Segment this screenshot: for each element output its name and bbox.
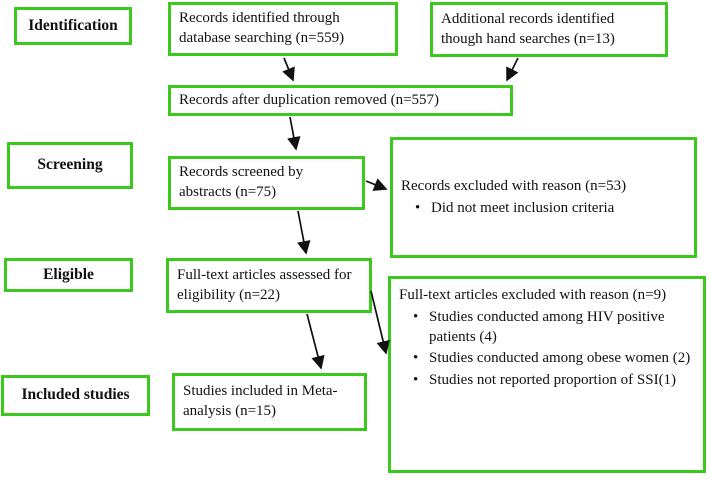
box-additional-records-text: Additional records identified though han… — [441, 10, 615, 47]
box-duplication-removed: Records after duplication removed (n=557… — [168, 85, 513, 116]
bullet-glyph: • — [413, 308, 419, 325]
box-fulltext-assessed: Full-text articles assessed for eligibil… — [166, 258, 372, 313]
arrow-identified-to-dedup — [282, 57, 295, 82]
records-excluded-bullet-list: • Did not meet inclusion criteria — [401, 197, 686, 219]
bullet-text: Studies conducted among HIV positive pat… — [429, 308, 665, 345]
box-fulltext-excluded-title: Full-text articles excluded with reason … — [399, 287, 667, 303]
bullet-glyph: • — [415, 199, 421, 216]
box-records-identified: Records identified through database sear… — [168, 2, 398, 56]
box-fulltext-excluded: Full-text articles excluded with reason … — [388, 276, 706, 473]
box-fulltext-assessed-text: Full-text articles assessed for eligibil… — [177, 266, 352, 303]
bullet-text: Studies not reported proportion of SSI(1… — [429, 372, 677, 389]
arrow-additional-to-dedup — [506, 57, 519, 82]
stage-label-eligible: Eligible — [4, 258, 133, 292]
bullet-item: • Studies not reported proportion of SSI… — [399, 371, 695, 391]
box-records-excluded: Records excluded with reason (n=53) • Di… — [390, 137, 697, 258]
stage-label-included-studies: Included studies — [1, 375, 150, 416]
bullet-glyph: • — [413, 372, 419, 389]
bullet-text: Did not meet inclusion criteria — [431, 199, 615, 216]
box-records-identified-text: Records identified through database sear… — [179, 10, 345, 46]
arrow-screened-to-assessed — [297, 210, 311, 255]
arrow-assessed-to-fulltext-excluded — [370, 290, 390, 355]
stage-label-identification: Identification — [14, 7, 132, 45]
bullet-text: Studies conducted among obese women (2) — [429, 350, 691, 367]
box-meta-analysis: Studies included in Meta-analysis (n=15) — [172, 373, 367, 431]
box-duplication-removed-text: Records after duplication removed (n=557… — [179, 91, 440, 108]
box-meta-analysis-text: Studies included in Meta-analysis (n=15) — [183, 383, 338, 419]
bullet-item: • Studies conducted among obese women (2… — [399, 349, 695, 369]
box-additional-records: Additional records identified though han… — [430, 2, 668, 57]
arrow-dedup-to-screened — [287, 116, 301, 151]
bullet-item: • Did not meet inclusion criteria — [401, 199, 686, 219]
arrow-assessed-to-meta — [306, 313, 325, 370]
arrow-screened-to-excluded — [365, 178, 388, 191]
box-records-screened: Records screened by abstracts (n=75) — [168, 156, 365, 210]
stage-label-screening: Screening — [7, 142, 133, 189]
box-records-screened-text: Records screened by abstracts (n=75) — [179, 164, 304, 200]
box-records-excluded-title: Records excluded with reason (n=53) — [401, 177, 627, 194]
bullet-glyph: • — [413, 350, 419, 367]
fulltext-excluded-bullet-list: • Studies conducted among HIV positive p… — [399, 306, 695, 391]
bullet-item: • Studies conducted among HIV positive p… — [399, 308, 695, 348]
